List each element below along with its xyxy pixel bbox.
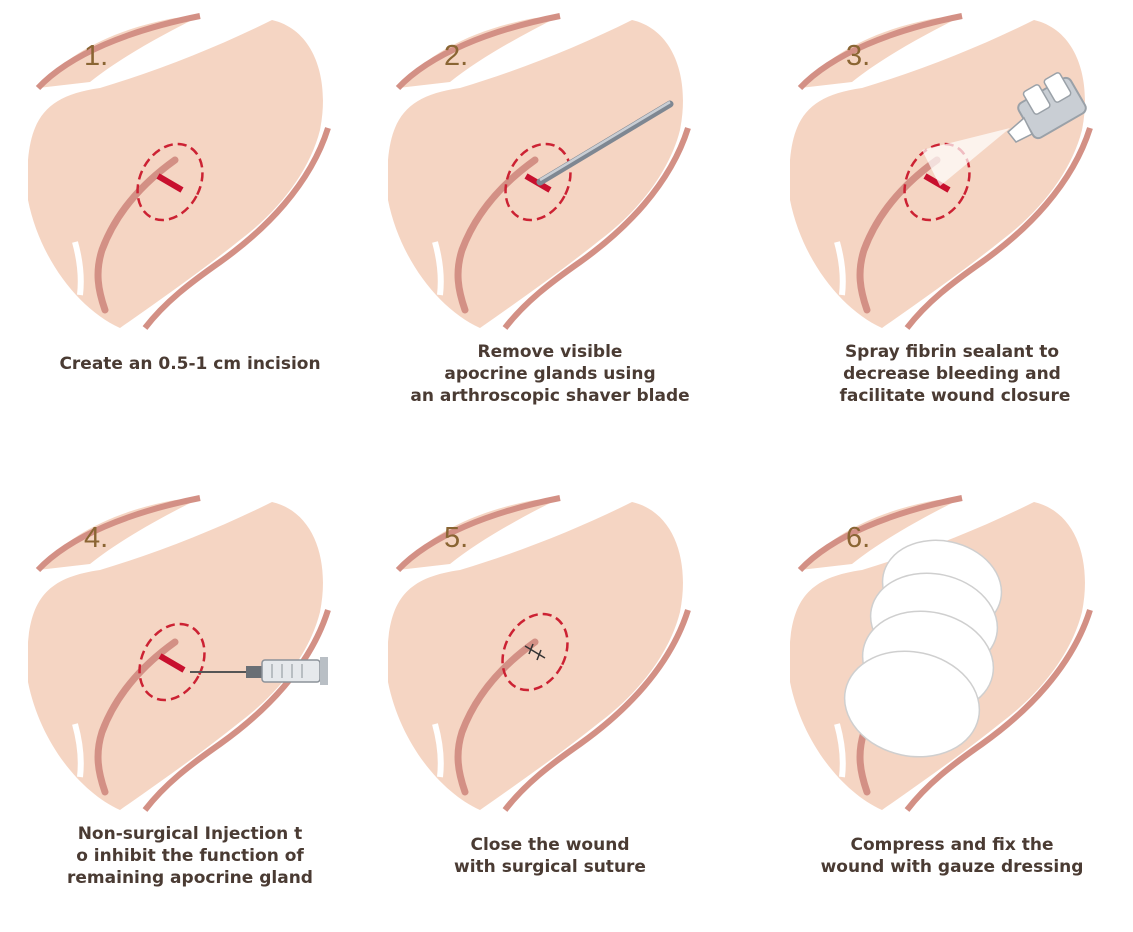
armpit-illustration-3 xyxy=(772,10,1132,340)
step-panel-2: 2. Remove visible apocrine glands using … xyxy=(370,10,730,450)
syringe-icon xyxy=(190,657,328,685)
step-caption: Spray fibrin sealant to decrease bleedin… xyxy=(833,342,1071,406)
step-number: 2. xyxy=(444,40,469,72)
step-caption: Compress and fix the wound with gauze dr… xyxy=(820,835,1084,877)
step-number: 4. xyxy=(84,522,109,554)
step-panel-4: 4. Non-surgical Injection t o inhibit th… xyxy=(10,492,370,932)
armpit-illustration-6 xyxy=(772,492,1132,822)
shaver-blade-icon xyxy=(536,100,674,186)
step-number: 6. xyxy=(846,522,871,554)
step-panel-3: 3. Spray fibrin sealant to decrease blee… xyxy=(772,10,1132,450)
step-caption: Non-surgical Injection t o inhibit the f… xyxy=(67,824,313,888)
step-number: 1. xyxy=(84,40,109,72)
armpit-illustration-2 xyxy=(370,10,730,340)
step-panel-6: 6. Compress and fix the wound with gauze… xyxy=(772,492,1132,932)
suture-icon xyxy=(524,643,546,661)
step-caption: Close the wound with surgical suture xyxy=(454,835,646,877)
step-number: 5. xyxy=(444,522,469,554)
armpit-illustration-5 xyxy=(370,492,730,822)
step-panel-5: 5. Close the wound with surgical suture xyxy=(370,492,730,932)
armpit-illustration-4 xyxy=(10,492,370,822)
step-caption: Create an 0.5-1 cm incision xyxy=(59,354,321,374)
gauze-dressing-icon xyxy=(843,539,1003,758)
armpit-illustration-1 xyxy=(10,10,370,340)
spray-bottle-icon xyxy=(1006,72,1087,143)
step-panel-1: 1. Create an 0.5-1 cm incision xyxy=(10,10,370,450)
step-number: 3. xyxy=(846,40,871,72)
step-caption: Remove visible apocrine glands using an … xyxy=(410,342,690,406)
